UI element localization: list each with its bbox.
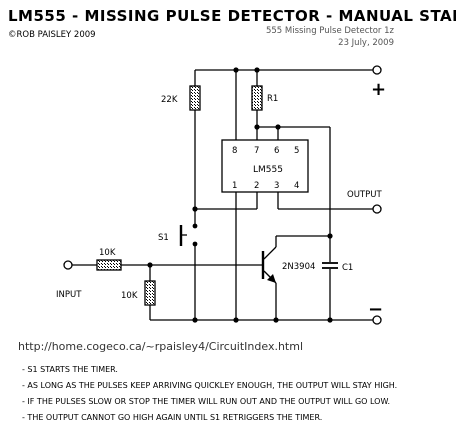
input-network (63, 259, 263, 320)
negative-terminal (372, 315, 382, 325)
resistor-r1-label: R1 (267, 94, 278, 104)
pin-2-label: 2 (254, 181, 259, 191)
capacitor-label: C1 (342, 263, 353, 273)
capacitor-c1 (322, 236, 338, 320)
source-url: http://home.cogeco.ca/~rpaisley4/Circuit… (18, 340, 303, 353)
note-3: - IF THE PULSES SLOW OR STOP THE TIMER W… (22, 397, 390, 406)
pin-8-label: 8 (232, 146, 237, 156)
ground-rail (150, 315, 382, 325)
plus-sign: + (371, 79, 386, 100)
output-label: OUTPUT (347, 190, 382, 200)
positive-rail (195, 65, 382, 75)
minus-sign: − (368, 299, 383, 320)
diagram-title: LM555 - MISSING PULSE DETECTOR - MANUAL … (8, 7, 456, 25)
transistor-label: 2N3904 (282, 262, 315, 272)
resistor-r1 (251, 70, 331, 236)
pin-5-label: 5 (294, 146, 299, 156)
resistor-22k (189, 70, 201, 209)
lm555-chip: 8 7 6 5 LM555 1 2 3 4 (221, 139, 309, 193)
pin-1-label: 1 (232, 181, 237, 191)
output-terminal (372, 204, 382, 214)
switch-s1-label: S1 (158, 233, 169, 243)
pin-6-label: 6 (274, 146, 279, 156)
input-label: INPUT (56, 290, 82, 300)
shunt-resistor-label: 10K (121, 291, 138, 301)
copyright-text: ©ROB PAISLEY 2009 (8, 30, 96, 40)
pin-7-label: 7 (254, 146, 259, 156)
resistor-22k-label: 22K (161, 95, 178, 105)
pin-4-label: 4 (294, 181, 299, 191)
input-terminal (63, 260, 73, 270)
note-1: - S1 STARTS THE TIMER. (22, 365, 118, 374)
series-resistor-label: 10K (99, 248, 116, 258)
reference-date: 23 July, 2009 (338, 38, 394, 48)
chip-name: LM555 (253, 165, 283, 175)
pin-3-label: 3 (274, 181, 279, 191)
reference-name: 555 Missing Pulse Detector 1z (266, 26, 395, 36)
note-4: - THE OUTPUT CANNOT GO HIGH AGAIN UNTIL … (22, 413, 322, 422)
transistor-2n3904 (261, 233, 333, 320)
positive-terminal (372, 65, 382, 75)
note-2: - AS LONG AS THE PULSES KEEP ARRIVING QU… (22, 381, 397, 390)
switch-s1 (179, 209, 198, 320)
